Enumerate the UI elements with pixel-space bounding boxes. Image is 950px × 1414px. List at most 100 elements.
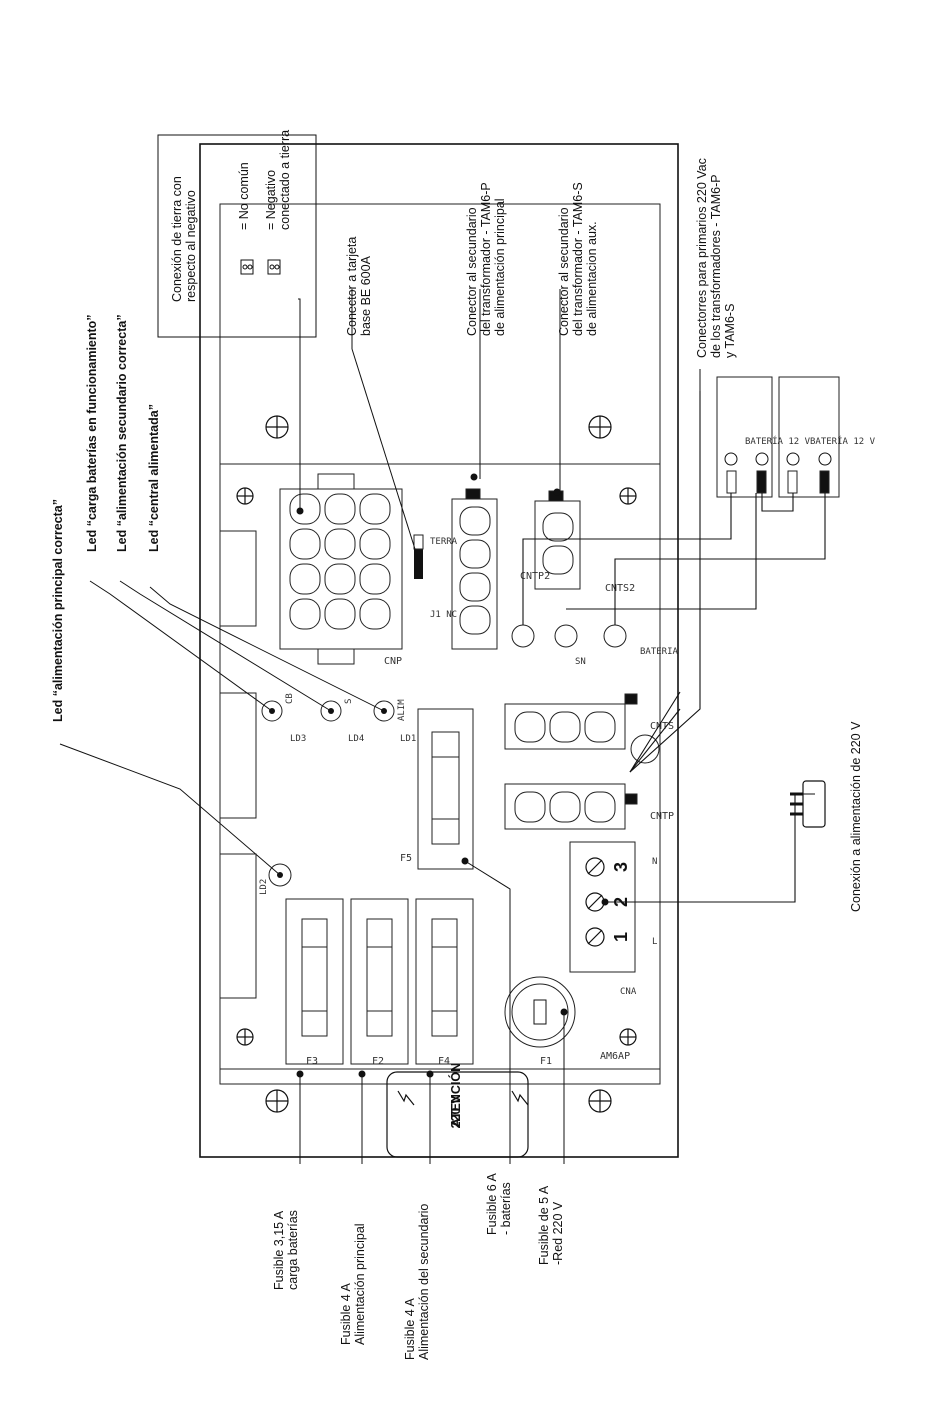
label-cntp: CNTP xyxy=(650,811,674,822)
fuse-holder-f5 xyxy=(417,708,474,870)
label-led-secundario: Led “alimentación secundario correcta” xyxy=(115,314,129,552)
label-prim-1: Conectorres para primarios 220 Vac xyxy=(695,158,709,358)
label-bateria: BATERIA xyxy=(640,647,679,657)
label-led-principal: Led “alimentación principal correcta” xyxy=(51,499,65,722)
legend-symbol-negativo xyxy=(267,259,281,275)
label-sn: SN xyxy=(575,657,586,667)
connector-cnp xyxy=(279,473,403,665)
battery-minus-icon xyxy=(786,452,800,466)
label-fus-4p-2: Alimentación principal xyxy=(353,1223,367,1345)
warning-voltage: 220 V xyxy=(449,1095,463,1128)
fuse-leader-lines xyxy=(299,860,565,1164)
legend-no-comun: = No común xyxy=(237,162,251,230)
label-conector-tarjeta-2: base BE 600A xyxy=(359,255,373,336)
leader-lines xyxy=(59,298,561,876)
fuse-f1-inner xyxy=(511,983,569,1041)
battery-terminals xyxy=(511,624,627,648)
heat-sink-strips xyxy=(219,530,257,999)
fuse-holder-f2 xyxy=(350,898,409,1065)
label-cnts2: CNTS2 xyxy=(605,583,635,594)
label-sec-s-1: Conector al secundario xyxy=(557,207,571,336)
label-fus-6-2: - baterías xyxy=(499,1182,513,1235)
label-terra: TERRA xyxy=(430,537,458,547)
terminal-1: 1 xyxy=(611,932,631,942)
legend-title-2: respecto al negativo xyxy=(184,190,198,302)
warning-title: ATENCIÓN xyxy=(448,1063,463,1127)
label-ld2: LD2 xyxy=(259,879,269,895)
label-fus-4p-1: Fusible 4 A xyxy=(339,1282,353,1345)
battery-1-label: BATERÍA 12 V xyxy=(745,435,811,447)
label-sec-p-3: de alimentación principal xyxy=(493,198,507,336)
battery-2 xyxy=(778,376,840,498)
label-conector-tarjeta-1: Conector a tarjeta xyxy=(345,237,359,336)
fuse-f1-slot xyxy=(533,999,547,1025)
label-model: AM6AP xyxy=(600,1051,630,1062)
led-ld2 xyxy=(268,863,292,887)
battery-minus-icon xyxy=(724,452,738,466)
label-cnts: CNTS xyxy=(650,721,674,732)
fuse-holder-f4 xyxy=(415,898,474,1065)
leader-dots xyxy=(269,473,609,1078)
label-f1: F1 xyxy=(540,1056,552,1067)
label-alim: ALIM xyxy=(397,699,407,721)
connector-cnts xyxy=(504,693,638,750)
battery-1 xyxy=(716,376,773,498)
label-s: S xyxy=(344,699,354,704)
screw-terminals xyxy=(585,857,605,947)
label-j1nc: J1 NC xyxy=(430,610,457,620)
upper-leader-lines xyxy=(351,289,701,391)
label-f2: F2 xyxy=(372,1056,384,1067)
mains-wires xyxy=(605,391,815,903)
label-cna: CNA xyxy=(620,987,637,997)
label-conexion-220: Conexión a alimentación de 220 V xyxy=(849,721,863,912)
label-sec-p-2: del transformador - TAM6-P xyxy=(479,182,493,336)
label-sec-s-2: del transformador - TAM6-S xyxy=(571,182,585,336)
led-ld1 xyxy=(373,700,395,722)
label-f3: F3 xyxy=(306,1056,318,1067)
lightning-icon xyxy=(511,1090,529,1106)
jumper-j1 xyxy=(414,549,423,579)
label-prim-2: de los transformadores - TAM6-P xyxy=(709,174,723,358)
label-cnp: CNP xyxy=(384,656,402,667)
legend-title-1: Conexión de tierra con xyxy=(170,176,184,302)
label-sec-p-1: Conector al secundario xyxy=(465,207,479,336)
battery-plus-icon xyxy=(755,452,769,466)
legend-negativo-2: conectado a tierra xyxy=(278,130,292,230)
ground-terminal xyxy=(630,734,660,764)
label-f4: F4 xyxy=(438,1056,450,1067)
label-fus-4s-1: Fusible 4 A xyxy=(403,1297,417,1360)
label-cb: CB xyxy=(285,693,295,704)
fuse-f1-outer xyxy=(504,976,576,1048)
label-fus-315-1: Fusible 3,15 A xyxy=(272,1210,286,1290)
legend-box xyxy=(157,134,317,338)
label-fus-4s-2: Alimentación del secundario xyxy=(417,1204,431,1360)
mount-hole-icon xyxy=(236,415,637,1113)
terminal-3: 3 xyxy=(611,862,631,872)
battery-plus-icon xyxy=(818,452,832,466)
lightning-icon xyxy=(397,1090,415,1106)
fuse-holder-f3 xyxy=(285,898,344,1065)
label-sec-s-3: de alimentacion aux. xyxy=(585,221,599,336)
label-fus-6-1: Fusible 6 A xyxy=(485,1172,499,1235)
label-ld3: LD3 xyxy=(290,734,306,744)
label-fus-5-2: -Red 220 V xyxy=(551,1201,565,1265)
battery-2-label: BATERÍA 12 V xyxy=(810,435,876,447)
connector-cntp2 xyxy=(451,488,498,650)
led-ld3 xyxy=(261,700,283,722)
plug-icon xyxy=(790,780,826,828)
label-fus-5-1: Fusible de 5 A xyxy=(537,1185,551,1265)
board-outline xyxy=(199,143,679,1158)
legend-symbol-no-comun xyxy=(240,259,254,275)
battery-wires xyxy=(522,493,826,625)
terminal-block-cna xyxy=(569,841,636,973)
warning-box xyxy=(386,1071,529,1158)
label-fus-315-2: carga baterías xyxy=(286,1210,300,1290)
jumper-j1-pad xyxy=(413,534,424,550)
board-inner-panel xyxy=(219,203,661,1085)
label-led-carga: Led “carga baterías en funcionamiento” xyxy=(85,314,99,552)
led-ld4 xyxy=(320,700,342,722)
connector-cntp xyxy=(504,783,638,830)
legend-negativo-1: = Negativo xyxy=(264,170,278,230)
terminal-n: N xyxy=(652,857,657,867)
